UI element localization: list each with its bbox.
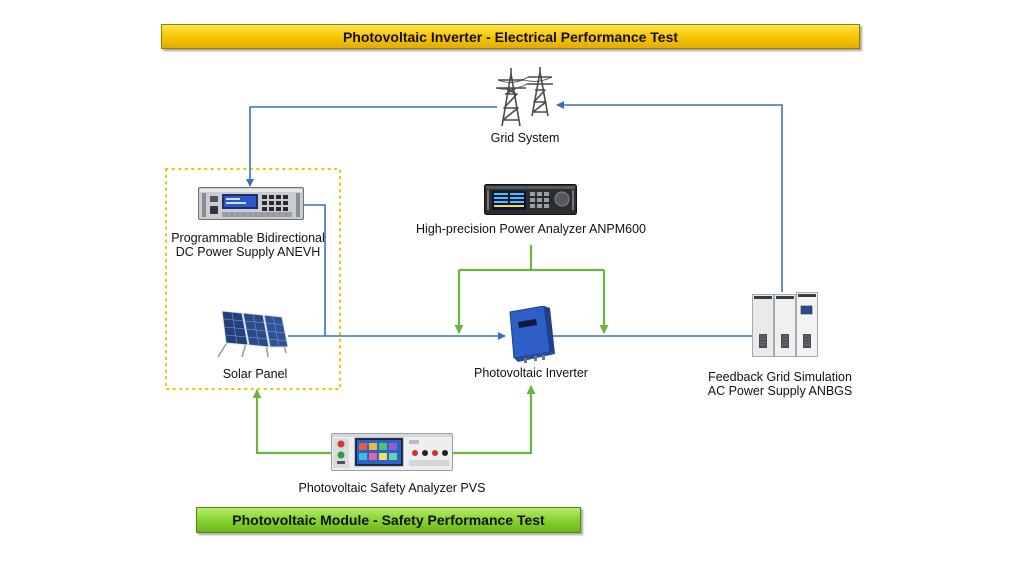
- power-analyzer-label: High-precision Power Analyzer ANPM600: [416, 222, 646, 236]
- safety-analyzer-device: [331, 433, 453, 471]
- dc-supply-label-line1: Programmable Bidirectional: [171, 231, 325, 245]
- grid-system-label: Grid System: [490, 131, 560, 145]
- transmission-tower-icon: [495, 67, 553, 127]
- feedback-supply-label-line2: AC Power Supply ANBGS: [707, 384, 853, 398]
- pv-inverter-icon: [509, 306, 555, 363]
- line-grid-to-dc-supply: [246, 106, 497, 187]
- line-dc-supply-to-inverter: [304, 204, 326, 336]
- dc-supply-label-line2: DC Power Supply ANEVH: [175, 245, 321, 259]
- ac-power-cabinet-device: [752, 292, 818, 357]
- feedback-supply-label-line1: Feedback Grid Simulation: [708, 370, 852, 384]
- solar-panel-icon: [217, 310, 289, 358]
- bottom-banner-title: Photovoltaic Module - Safety Performance…: [196, 507, 581, 533]
- line-feedback-to-grid: [556, 101, 783, 292]
- pv-inverter-label: Photovoltaic Inverter: [474, 366, 588, 380]
- line-safety-to-inverter: [452, 385, 536, 455]
- line-safety-to-solar: [252, 389, 332, 455]
- safety-analyzer-label: Photovoltaic Safety Analyzer PVS: [298, 481, 486, 495]
- top-banner-title: Photovoltaic Inverter - Electrical Perfo…: [161, 24, 860, 49]
- power-analyzer-device: [484, 184, 577, 215]
- dc-power-supply-device: [198, 187, 304, 220]
- solar-panel-label: Solar Panel: [222, 367, 288, 381]
